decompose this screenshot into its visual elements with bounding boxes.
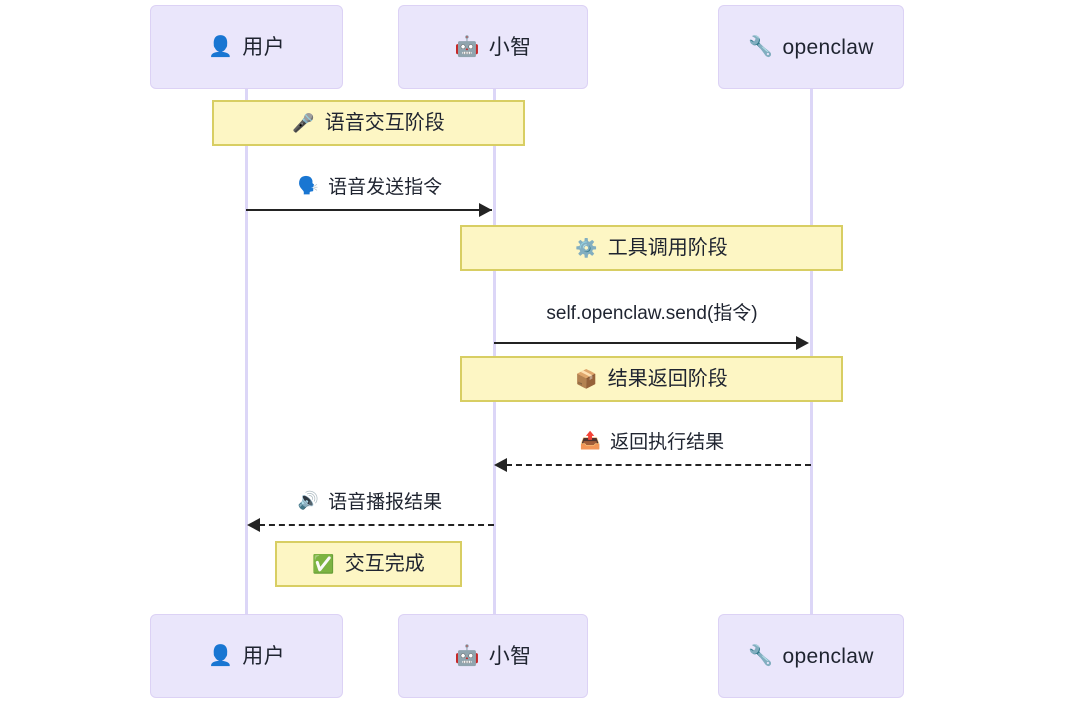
- message-label-voice-command: 🗣️ 语音发送指令: [246, 172, 494, 198]
- microphone-icon: 🎤: [292, 113, 315, 133]
- note-label: 结果返回阶段: [607, 368, 728, 390]
- gear-icon: ⚙️: [575, 238, 598, 258]
- message-label-return-result: 📤 返回执行结果: [494, 427, 810, 453]
- wrench-icon: 🔧: [748, 645, 774, 667]
- actor-user-bottom[interactable]: 👤 用户: [150, 614, 343, 698]
- actor-label: 用户: [242, 644, 285, 668]
- outbox-tray-icon: 📤: [579, 430, 602, 450]
- actor-openclaw-bottom[interactable]: 🔧 openclaw: [718, 614, 904, 698]
- package-icon: 📦: [575, 369, 598, 389]
- robot-icon: 🤖: [454, 645, 480, 667]
- check-icon: ✅: [312, 554, 335, 574]
- actor-label: openclaw: [782, 644, 874, 668]
- note-label: 语音交互阶段: [324, 112, 445, 134]
- speaker-icon: 🔊: [297, 490, 320, 510]
- actor-label: 用户: [242, 35, 285, 59]
- message-text: self.openclaw.send(指令): [546, 302, 758, 324]
- actor-xiaozhi-bottom[interactable]: 🤖 小智: [398, 614, 588, 698]
- message-label-openclaw-send: self.openclaw.send(指令): [494, 298, 810, 324]
- message-line-voice-command: [246, 209, 492, 211]
- note-complete: ✅ 交互完成: [275, 541, 462, 587]
- arrowhead-openclaw-send: [796, 336, 809, 350]
- robot-icon: 🤖: [454, 36, 480, 58]
- actor-user-top[interactable]: 👤 用户: [150, 5, 343, 89]
- actor-xiaozhi-top[interactable]: 🤖 小智: [398, 5, 588, 89]
- message-label-voice-broadcast: 🔊 语音播报结果: [246, 487, 494, 513]
- message-text: 返回执行结果: [610, 431, 725, 453]
- note-result-phase: 📦 结果返回阶段: [460, 356, 843, 402]
- message-text: 语音播报结果: [328, 491, 443, 513]
- message-line-voice-broadcast: [259, 524, 494, 526]
- actor-label: 小智: [488, 644, 532, 668]
- arrowhead-voice-broadcast: [247, 518, 260, 532]
- speaking-head-icon: 🗣️: [297, 175, 320, 195]
- note-label: 工具调用阶段: [607, 237, 728, 259]
- arrowhead-return-result: [494, 458, 507, 472]
- person-icon: 👤: [208, 36, 234, 58]
- actor-label: 小智: [488, 35, 532, 59]
- lifeline-user: [245, 88, 248, 618]
- actor-openclaw-top[interactable]: 🔧 openclaw: [718, 5, 904, 89]
- message-text: 语音发送指令: [328, 176, 443, 198]
- note-voice-phase: 🎤 语音交互阶段: [212, 100, 525, 146]
- message-line-openclaw-send: [494, 342, 805, 344]
- lifeline-xiaozhi: [493, 88, 496, 618]
- actor-label: openclaw: [782, 35, 874, 59]
- lifeline-openclaw: [810, 88, 813, 618]
- person-icon: 👤: [208, 645, 234, 667]
- arrowhead-voice-command: [479, 203, 492, 217]
- message-line-return-result: [506, 464, 811, 466]
- note-tool-phase: ⚙️ 工具调用阶段: [460, 225, 843, 271]
- wrench-icon: 🔧: [748, 36, 774, 58]
- note-label: 交互完成: [344, 553, 425, 575]
